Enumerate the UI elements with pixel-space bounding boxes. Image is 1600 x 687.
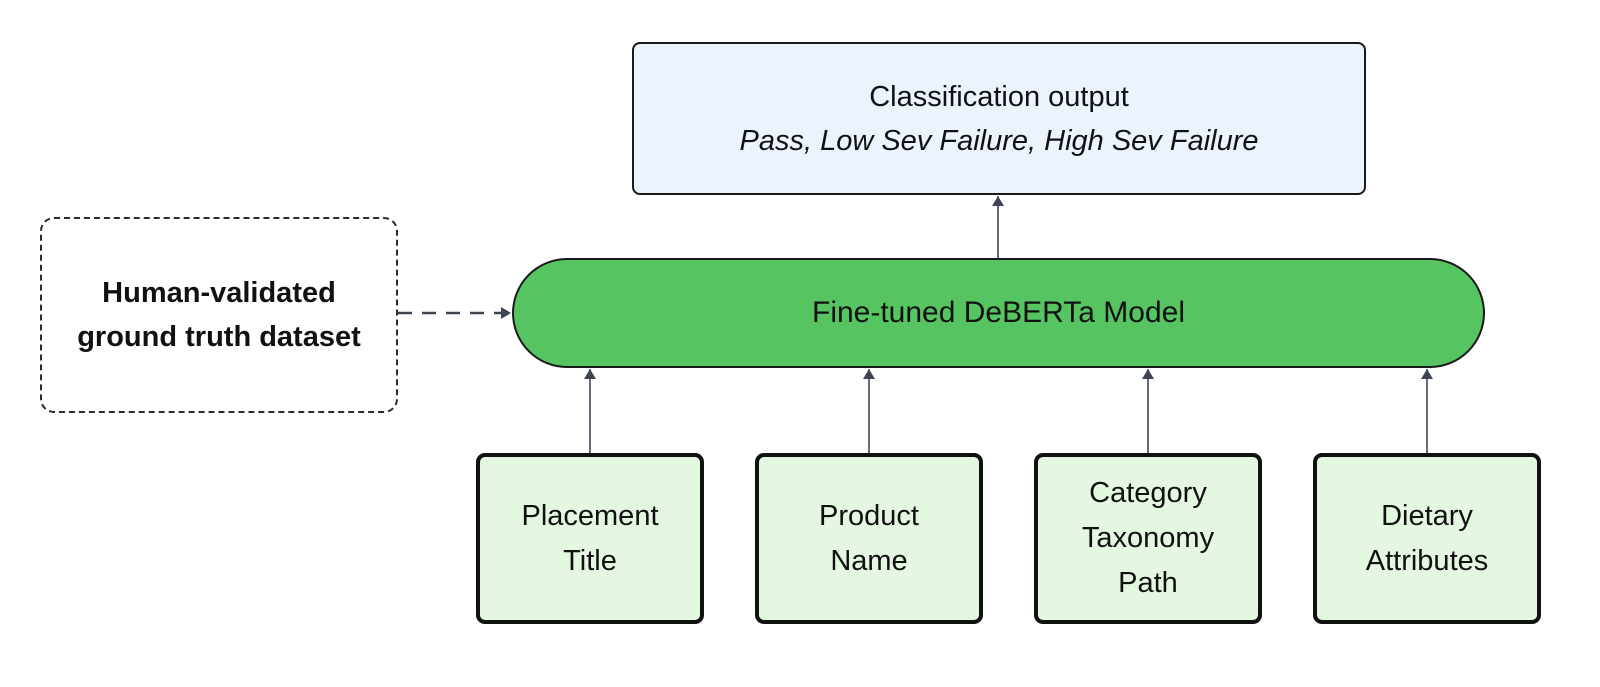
input-label-line: Placement [521,499,659,532]
input-product-name-node: Product Name [755,453,983,624]
input-label-line: Taxonomy [1081,522,1215,554]
input-label-line: Name [830,544,908,577]
deberta-model-label: Fine-tuned DeBERTa Model [812,296,1185,329]
input-placement-title-node: Placement Title [476,453,704,624]
input-label-line: Attributes [1365,544,1489,577]
input-label-line: Dietary [1381,499,1473,532]
input-dietary-attributes-node: Dietary Attributes [1313,453,1541,624]
classification-output-title: Classification output [869,80,1129,113]
input-label-line: Path [1118,567,1178,599]
dataset-label-line-2: ground truth dataset [77,321,361,353]
classification-output-node: Classification output Pass, Low Sev Fail… [632,42,1366,195]
ground-truth-dataset-node: Human-validated ground truth dataset [40,217,398,413]
input-label-line: Category [1089,477,1207,509]
input-label-line: Title [563,544,617,577]
classification-output-classes: Pass, Low Sev Failure, High Sev Failure [739,124,1259,157]
input-category-taxonomy-path-node: Category Taxonomy Path [1034,453,1262,624]
input-label-line: Product [819,499,919,532]
dataset-label-line-1: Human-validated [102,277,336,309]
deberta-model-node: Fine-tuned DeBERTa Model [512,258,1485,368]
